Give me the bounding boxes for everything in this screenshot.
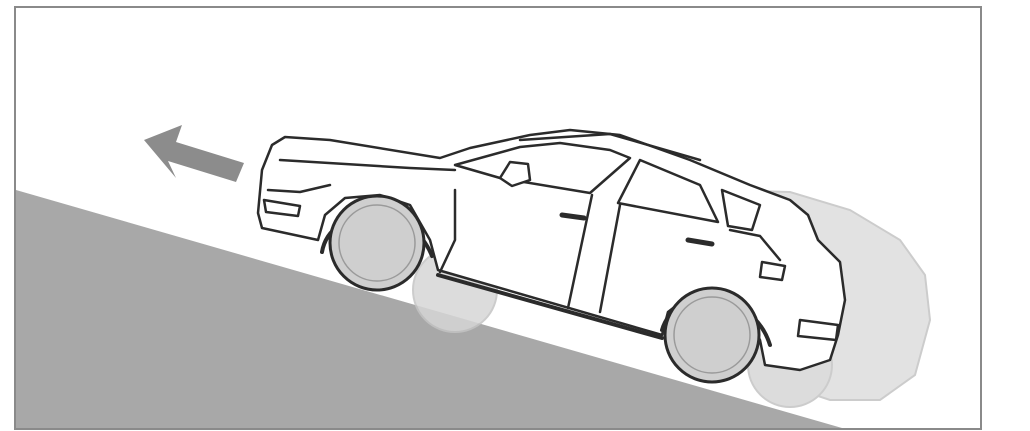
front-wheel bbox=[330, 196, 424, 290]
rear-wheel bbox=[665, 288, 759, 382]
